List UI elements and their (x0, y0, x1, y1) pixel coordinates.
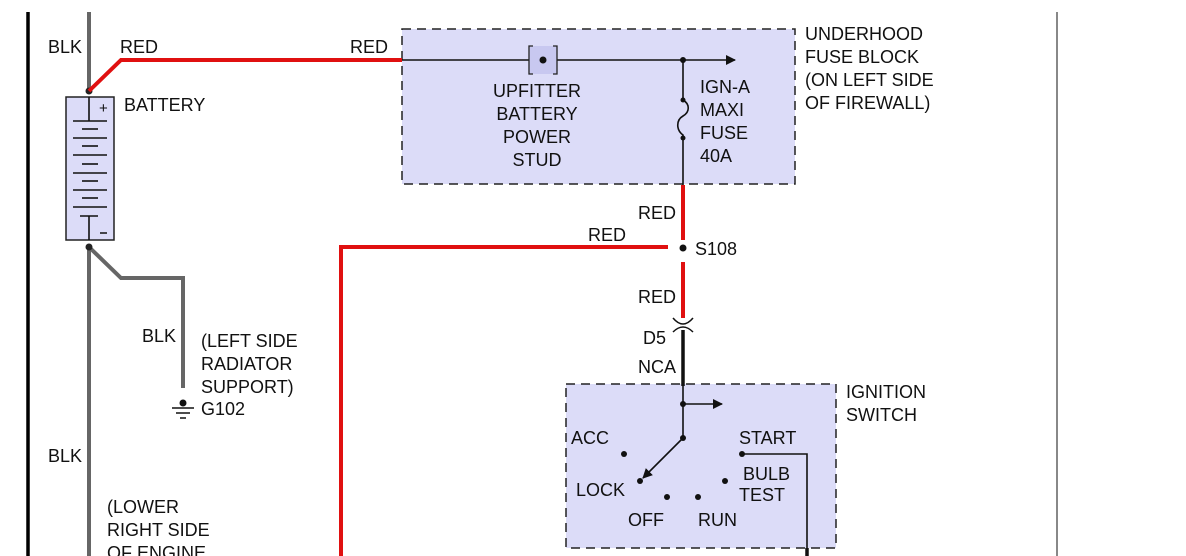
label-run: RUN (698, 510, 737, 530)
contact-bulb-test (722, 478, 728, 484)
label-ground: G102 (201, 399, 245, 419)
svg-text:UNDERHOOD: UNDERHOOD (805, 24, 923, 44)
contact-off (664, 494, 670, 500)
contact-lock (637, 478, 643, 484)
label-fuse: IGN-A MAXI FUSE 40A (700, 77, 750, 166)
contact-acc (621, 451, 627, 457)
blk-wire-ground (87, 245, 185, 388)
svg-text:40A: 40A (700, 146, 732, 166)
label-splice: S108 (695, 239, 737, 259)
underhood-fuse-block (401, 28, 796, 185)
label-red-splice-down: RED (638, 287, 676, 307)
svg-text:(LOWER: (LOWER (107, 497, 179, 517)
label-ignition-switch: IGNITION SWITCH (846, 382, 926, 425)
svg-text:MAXI: MAXI (700, 100, 744, 120)
label-underhood-fuse-block: UNDERHOOD FUSE BLOCK (ON LEFT SIDE OF FI… (805, 24, 934, 113)
splice-s108-dot (679, 244, 687, 252)
contact-run (695, 494, 701, 500)
fuse-icon (676, 60, 690, 185)
svg-text:POWER: POWER (503, 127, 571, 147)
stud-icon (528, 45, 558, 75)
svg-text:OF ENGINE: OF ENGINE (107, 543, 206, 556)
svg-text:(LEFT SIDE: (LEFT SIDE (201, 331, 298, 351)
label-upfitter-stud: UPFITTER BATTERY POWER STUD (493, 81, 581, 170)
label-red-fuse-out: RED (638, 203, 676, 223)
label-ground-location: (LEFT SIDE RADIATOR SUPPORT) (201, 331, 298, 397)
red-wire-splice-left (339, 245, 668, 556)
svg-text:+: + (99, 100, 108, 117)
svg-text:(ON LEFT SIDE: (ON LEFT SIDE (805, 70, 934, 90)
svg-text:UPFITTER: UPFITTER (493, 81, 581, 101)
ground-icon (172, 399, 194, 419)
label-red-splice-left: RED (588, 225, 626, 245)
label-blk-lower: BLK (48, 446, 82, 466)
svg-text:RADIATOR: RADIATOR (201, 354, 292, 374)
battery-icon: + (65, 96, 115, 241)
label-start: START (739, 428, 796, 448)
svg-text:FUSE: FUSE (700, 123, 748, 143)
label-connector: D5 (643, 328, 666, 348)
label-off: OFF (628, 510, 664, 530)
label-blk-top: BLK (48, 37, 82, 57)
ignition-switch-box (565, 383, 837, 549)
svg-text:STUD: STUD (513, 150, 562, 170)
svg-text:IGN-A: IGN-A (700, 77, 750, 97)
label-acc: ACC (571, 428, 609, 448)
battery-negative-terminal (85, 243, 93, 251)
svg-text:SWITCH: SWITCH (846, 405, 917, 425)
connector-d5-icon (672, 317, 694, 333)
svg-text:RIGHT SIDE: RIGHT SIDE (107, 520, 210, 540)
svg-text:BATTERY: BATTERY (496, 104, 577, 124)
label-nca: NCA (638, 357, 676, 377)
svg-text:FUSE BLOCK: FUSE BLOCK (805, 47, 919, 67)
label-bulb: BULB (743, 464, 790, 484)
label-lower-location: (LOWER RIGHT SIDE OF ENGINE (107, 497, 210, 556)
label-battery: BATTERY (124, 95, 205, 115)
red-wire-battery (87, 58, 402, 93)
label-red-fuseblock: RED (350, 37, 388, 57)
switch-position-labels: ACC LOCK OFF RUN BULB TEST START (571, 428, 796, 530)
svg-text:IGNITION: IGNITION (846, 382, 926, 402)
switch-blade (642, 437, 684, 479)
start-wire (742, 453, 808, 548)
svg-text:OF FIREWALL): OF FIREWALL) (805, 93, 930, 113)
label-test: TEST (739, 485, 785, 505)
svg-text:SUPPORT): SUPPORT) (201, 377, 294, 397)
label-lock: LOCK (576, 480, 625, 500)
label-red-battery: RED (120, 37, 158, 57)
label-blk-ground: BLK (142, 326, 176, 346)
